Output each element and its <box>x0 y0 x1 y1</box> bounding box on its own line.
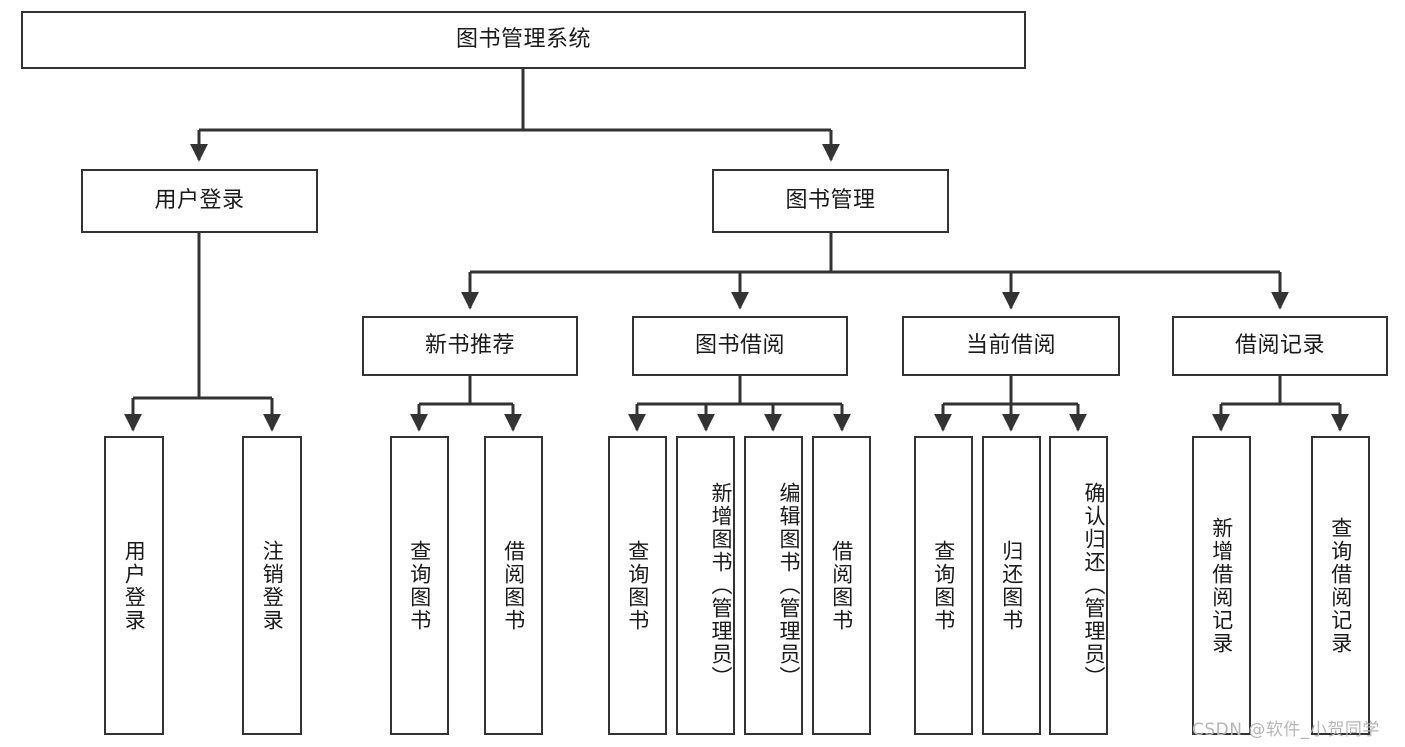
leaf-edit-book[interactable]: 编辑图书（管理员） <box>744 436 803 735</box>
leaf-logout-label: 注销登录 <box>260 539 285 632</box>
leaf-confirm-return[interactable]: 确认归还（管理员） <box>1049 436 1108 735</box>
leaf-query-record-label: 查询借阅记录 <box>1328 516 1353 655</box>
leaf-borrow-book-1[interactable]: 借阅图书 <box>484 436 543 735</box>
leaf-return-book-label: 归还图书 <box>999 539 1024 632</box>
leaf-query-book-2-label: 查询图书 <box>625 539 650 632</box>
node-book-borrow[interactable]: 图书借阅 <box>632 316 848 376</box>
leaf-query-record[interactable]: 查询借阅记录 <box>1311 436 1370 735</box>
node-root-label: 图书管理系统 <box>455 27 591 53</box>
leaf-edit-book-label: 编辑图书（管理员） <box>777 482 801 689</box>
leaf-borrow-book-2-label: 借阅图书 <box>829 539 854 632</box>
node-book-manage[interactable]: 图书管理 <box>712 169 949 233</box>
leaf-query-book-1[interactable]: 查询图书 <box>390 436 449 735</box>
leaf-add-record-label: 新增借阅记录 <box>1209 516 1234 655</box>
node-book-manage-label: 图书管理 <box>785 188 876 214</box>
leaf-logout[interactable]: 注销登录 <box>242 436 302 735</box>
node-new-book-rec-label: 新书推荐 <box>424 333 515 359</box>
leaf-user-login[interactable]: 用户登录 <box>104 436 164 735</box>
leaf-borrow-book-2[interactable]: 借阅图书 <box>812 436 871 735</box>
node-borrow-record-label: 借阅记录 <box>1234 333 1325 359</box>
leaf-query-book-2[interactable]: 查询图书 <box>608 436 667 735</box>
leaf-return-book[interactable]: 归还图书 <box>982 436 1041 735</box>
leaf-user-login-label: 用户登录 <box>122 539 147 632</box>
node-current-borrow-label: 当前借阅 <box>965 333 1056 359</box>
leaf-add-book-label: 新增图书（管理员） <box>709 482 733 689</box>
node-current-borrow[interactable]: 当前借阅 <box>902 316 1120 376</box>
leaf-confirm-return-label: 确认归还（管理员） <box>1082 482 1106 689</box>
node-root[interactable]: 图书管理系统 <box>21 11 1026 69</box>
leaf-add-record[interactable]: 新增借阅记录 <box>1192 436 1251 735</box>
leaf-query-book-3-label: 查询图书 <box>931 539 956 632</box>
leaf-query-book-3[interactable]: 查询图书 <box>914 436 973 735</box>
watermark: CSDN @软件_小贺同学 <box>1192 720 1380 740</box>
leaf-add-book[interactable]: 新增图书（管理员） <box>676 436 735 735</box>
leaf-borrow-book-1-label: 借阅图书 <box>501 539 526 632</box>
node-book-borrow-label: 图书借阅 <box>694 333 785 359</box>
leaf-query-book-1-label: 查询图书 <box>407 539 432 632</box>
node-new-book-rec[interactable]: 新书推荐 <box>362 316 578 376</box>
node-user-login[interactable]: 用户登录 <box>81 169 318 233</box>
node-user-login-label: 用户登录 <box>154 188 245 214</box>
node-borrow-record[interactable]: 借阅记录 <box>1172 316 1388 376</box>
